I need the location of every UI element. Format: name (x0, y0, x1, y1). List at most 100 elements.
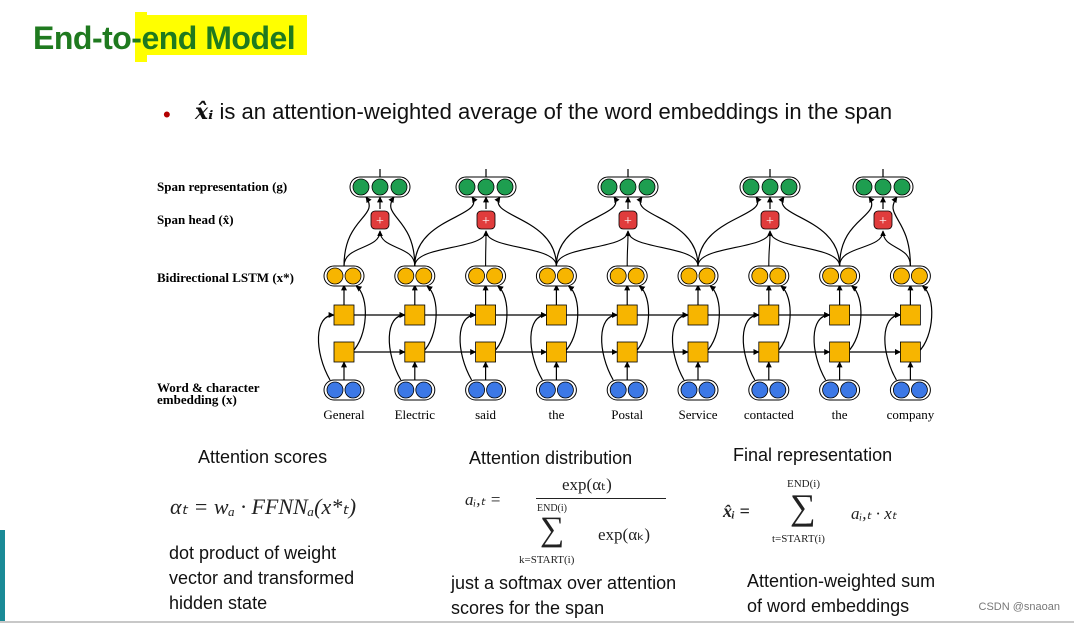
word-label: said (475, 407, 496, 422)
span-representation-node (349, 176, 411, 198)
svg-text:+: + (482, 214, 490, 229)
final-term: aᵢ,ₜ · xₜ (851, 504, 897, 523)
svg-text:+: + (624, 214, 632, 229)
svg-text:+: + (376, 214, 384, 229)
bilstm-node (677, 265, 719, 287)
bullet-body: is an attention-weighted average of the … (213, 99, 893, 124)
final-sum-bottom-label: t=START(i) (772, 533, 825, 545)
desc-line: scores for the span (451, 598, 605, 618)
formula-final-lhs: x̂ᵢ = (723, 501, 750, 521)
word-label: the (832, 407, 848, 422)
desc-final-representation: Attention-weighted sum of word embedding… (747, 569, 935, 619)
word-label: Electric (395, 407, 436, 422)
svg-text:+: + (766, 214, 774, 229)
lstm-cell-backward (333, 341, 355, 363)
desc-attention-distribution: just a softmax over attention scores for… (451, 571, 676, 621)
lstm-cell-backward (758, 341, 780, 363)
caption-final-representation: Final representation (733, 445, 893, 465)
bottom-divider (0, 621, 1074, 623)
span-representation-node (739, 176, 801, 198)
word-label: the (548, 407, 564, 422)
embedding-node (677, 379, 719, 401)
embedding-node (819, 379, 861, 401)
lstm-cell-forward (616, 304, 638, 326)
embedding-node (748, 379, 790, 401)
bullet-text: x̂ᵢ is an attention-weighted average of … (195, 96, 955, 128)
span-head-node: + (476, 210, 496, 230)
formula-distribution-numerator: exp(αₜ) (562, 475, 612, 494)
bilstm-node (606, 265, 648, 287)
bilstm-node (748, 265, 790, 287)
lstm-cell-forward (900, 304, 921, 326)
word-label: company (887, 407, 935, 422)
span-diagram: Span representation (g) Span head (x̂) B… (157, 169, 935, 422)
lstm-cell-backward (900, 341, 921, 363)
lstm-cell-backward (687, 341, 709, 363)
desc-line: of word embeddings (747, 596, 910, 616)
bilstm-node (465, 265, 507, 287)
desc-line: Attention-weighted sum (747, 571, 936, 591)
desc-line: hidden state (169, 593, 268, 613)
word-label: Service (679, 407, 718, 422)
span-head-node: + (370, 210, 390, 230)
span-representation-node (597, 176, 659, 198)
lstm-cell-forward (333, 304, 355, 326)
diagram-edges (317, 169, 933, 381)
label-span-representation: Span representation (g) (157, 179, 287, 194)
span-representation-node (852, 176, 914, 198)
desc-attention-scores: dot product of weight vector and transfo… (169, 541, 354, 616)
embedding-node (606, 379, 648, 401)
lstm-cell-forward (404, 304, 426, 326)
sum-icon: ∑ (540, 511, 565, 548)
bilstm-node (535, 265, 577, 287)
formula-distribution-lhs: aᵢ,ₜ = (465, 490, 502, 509)
bilstm-node (394, 265, 436, 287)
caption-attention-scores: Attention scores (198, 447, 328, 467)
lstm-cell-forward (687, 304, 709, 326)
formula-attention-scores: αₜ = wₐ · FFNNₐ(x*ₜ) (170, 494, 357, 519)
caption-attention-distribution: Attention distribution (469, 448, 633, 468)
word-label: contacted (744, 407, 794, 422)
word-labels: General Electric said the Postal Service conta… (323, 407, 934, 422)
desc-line: dot product of weight (169, 543, 337, 563)
span-head-node: + (760, 210, 780, 230)
title-highlight-2 (147, 15, 307, 55)
title-highlight-1 (135, 12, 147, 62)
embedding-node (889, 379, 931, 401)
label-embedding-line2: embedding (x) (157, 392, 237, 407)
final-sum-icon: ∑ (790, 487, 816, 527)
word-label: Postal (611, 407, 643, 422)
lstm-cell-forward (758, 304, 780, 326)
xi-symbol: x̂ᵢ (195, 99, 214, 125)
span-representation-node (455, 176, 517, 198)
lstm-cell-backward (829, 341, 850, 363)
word-label: General (323, 407, 365, 422)
sum-term: exp(αₖ) (598, 525, 651, 544)
lstm-cell-forward (475, 304, 497, 326)
lstm-cell-backward (404, 341, 426, 363)
bilstm-node (889, 265, 931, 287)
span-head-node: + (873, 210, 893, 230)
svg-text:+: + (879, 214, 887, 229)
watermark: CSDN @snaoan (978, 601, 1060, 613)
label-bilstm: Bidirectional LSTM (x*) (157, 270, 294, 285)
embedding-node (323, 379, 365, 401)
fraction-bar (536, 498, 666, 499)
label-span-head: Span head (x̂) (157, 212, 234, 227)
lstm-cell-forward (546, 304, 567, 326)
left-accent-bar (0, 530, 5, 623)
lstm-cell-backward (546, 341, 567, 363)
lstm-cell-backward (616, 341, 638, 363)
final-sum-top-label: END(i) (787, 478, 820, 490)
bilstm-node (323, 265, 365, 287)
diagram-nodes: + + + + + (323, 176, 931, 401)
embedding-node (394, 379, 436, 401)
desc-line: vector and transformed (169, 568, 355, 588)
span-head-node: + (618, 210, 638, 230)
lstm-cell-forward (829, 304, 850, 326)
sum-top-label: END(i) (537, 503, 567, 514)
embedding-node (465, 379, 507, 401)
sum-bottom-label: k=START(i) (519, 554, 575, 566)
label-embedding-line1: Word & character (157, 380, 260, 395)
